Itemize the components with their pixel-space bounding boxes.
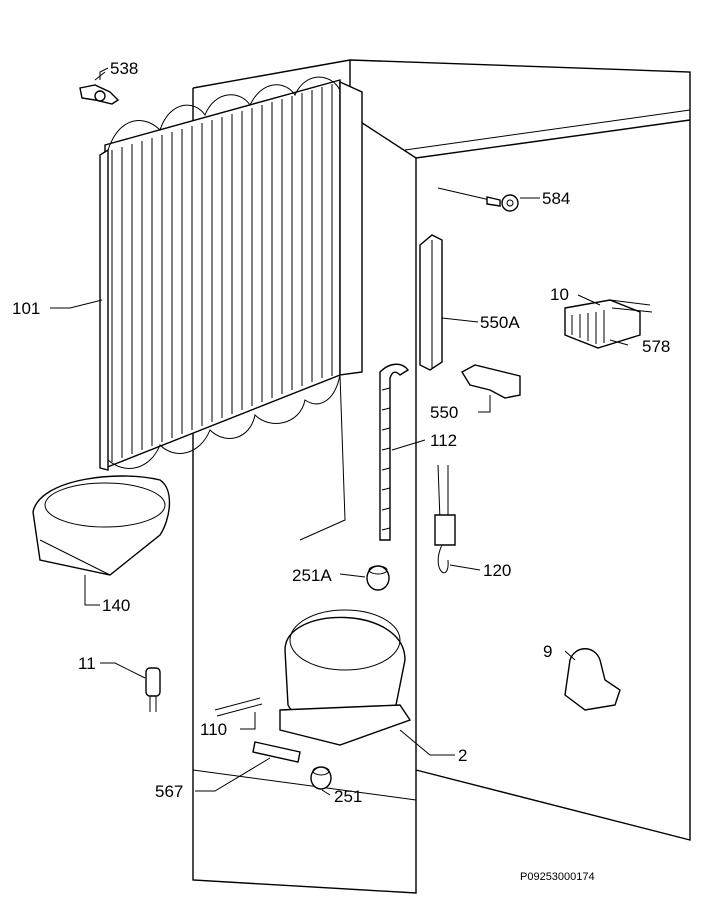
label-2: 2 (458, 746, 467, 765)
label-110: 110 (200, 720, 227, 739)
part-567 (252, 741, 301, 763)
part-11 (145, 667, 161, 712)
part-110 (214, 697, 263, 717)
label-10: 10 (550, 285, 569, 304)
label-101: 101 (12, 299, 40, 318)
part-2-compressor (279, 609, 412, 746)
label-9: 9 (543, 642, 552, 661)
label-567: 567 (155, 782, 183, 801)
label-578: 578 (642, 337, 670, 356)
leader-lines (50, 67, 629, 796)
part-120 (434, 464, 456, 574)
part-251 (310, 766, 332, 790)
part-550A (419, 234, 443, 371)
label-11: 11 (78, 654, 96, 673)
label-251: 251 (334, 787, 362, 806)
label-538: 538 (110, 59, 138, 78)
label-120: 120 (483, 561, 511, 580)
label-584: 584 (542, 189, 570, 208)
part-112-hose (379, 363, 410, 541)
part-251A (366, 565, 390, 591)
label-251A: 251A (292, 566, 332, 585)
label-112: 112 (430, 431, 457, 450)
reference-code: P09253000174 (520, 871, 595, 883)
part-140-tray (32, 475, 171, 576)
part-9 (564, 648, 621, 711)
part-101-condenser (99, 76, 363, 541)
label-550: 550 (430, 403, 458, 422)
label-550A: 550A (480, 313, 520, 332)
part-550 (461, 364, 521, 399)
label-140: 140 (102, 596, 130, 615)
part-584 (437, 187, 519, 212)
part-10-578-lamp (564, 299, 653, 349)
